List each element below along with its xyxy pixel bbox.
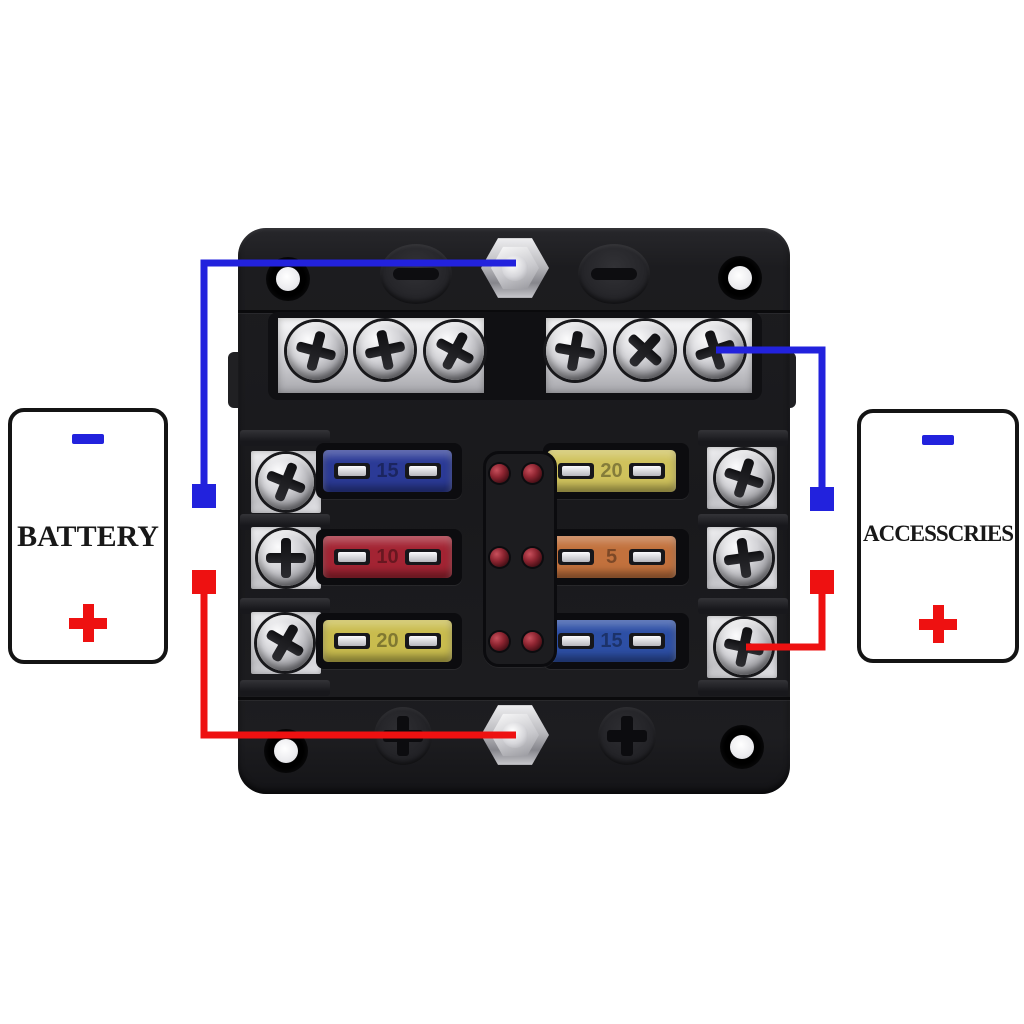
fuse-blade-icon (558, 549, 594, 565)
bus-screw-2 (356, 321, 414, 379)
right-ridge-1 (698, 430, 788, 446)
right-ridge-2 (698, 514, 788, 530)
accessories-label: ACCESSCRIES (862, 521, 1014, 546)
fuse-blade-icon (558, 463, 594, 479)
accessories-label-box: ACCESSCRIES (857, 409, 1019, 663)
fuse-amp-label: 15 (600, 630, 623, 652)
fuse-amp-label: 10 (376, 546, 399, 568)
top-cover-right (578, 244, 650, 304)
top-cover-left (380, 244, 452, 304)
cover-slit-icon (393, 268, 439, 280)
fuse-blade-icon (629, 463, 665, 479)
left-ridge-4 (240, 680, 330, 696)
fuse-right-1: 20 (547, 450, 676, 492)
accessories-positive-connector (810, 570, 834, 594)
mounting-hole-top-left (266, 257, 310, 301)
led-1 (490, 464, 509, 483)
accessories-negative-symbol (922, 435, 954, 445)
bottom-cover-left (374, 707, 432, 765)
led-3 (490, 548, 509, 567)
fuse-blade-icon (405, 549, 441, 565)
fuse-left-1: 15 (323, 450, 452, 492)
battery-positive-symbol (69, 604, 107, 642)
fuse-right-2: 5 (547, 536, 676, 578)
fuse-blade-icon (629, 549, 665, 565)
fuse-amp-label: 5 (605, 546, 618, 568)
fuse-amp-label: 20 (376, 630, 399, 652)
bottom-power-stud (479, 699, 551, 771)
fuse-blade-icon (558, 633, 594, 649)
mounting-hole-bottom-right (720, 725, 764, 769)
accessories-positive-symbol (919, 605, 957, 643)
led-5 (490, 632, 509, 651)
battery-label: BATTERY (17, 520, 159, 553)
bus-screw-1 (287, 322, 345, 380)
terminal-screw-right-2 (716, 530, 772, 586)
left-ridge-2 (240, 514, 330, 530)
battery-negative-connector (192, 484, 216, 508)
cover-slit-icon (591, 268, 637, 280)
led-2 (523, 464, 542, 483)
accessories-negative-connector (810, 487, 834, 511)
terminal-screw-right-3 (716, 619, 772, 675)
top-power-stud (479, 232, 551, 304)
fuse-left-3: 20 (323, 620, 452, 662)
fuse-left-2: 10 (323, 536, 452, 578)
right-ridge-3 (698, 598, 788, 614)
fuse-block: 15 20 10 5 20 15 (238, 228, 790, 794)
left-ridge-1 (240, 430, 330, 446)
terminal-screw-left-3 (257, 615, 313, 671)
bus-screw-6 (686, 321, 744, 379)
fuse-blade-icon (629, 633, 665, 649)
battery-negative-symbol (72, 434, 104, 444)
terminal-screw-left-2 (258, 530, 314, 586)
mounting-hole-bottom-left (264, 729, 308, 773)
right-ridge-4 (698, 680, 788, 696)
fuse-amp-label: 15 (376, 460, 399, 482)
led-6 (523, 632, 542, 651)
fuse-blade-icon (334, 549, 370, 565)
mounting-hole-top-right (718, 256, 762, 300)
bus-screw-3 (426, 322, 484, 380)
battery-positive-connector (192, 570, 216, 594)
fuse-amp-label: 20 (600, 460, 623, 482)
bus-screw-4 (546, 322, 604, 380)
bus-screw-5 (616, 321, 674, 379)
bottom-cover-right (598, 707, 656, 765)
terminal-screw-left-1 (258, 454, 314, 510)
led-4 (523, 548, 542, 567)
battery-label-box: BATTERY (8, 408, 168, 664)
fuse-right-3: 15 (547, 620, 676, 662)
terminal-screw-right-1 (716, 450, 772, 506)
